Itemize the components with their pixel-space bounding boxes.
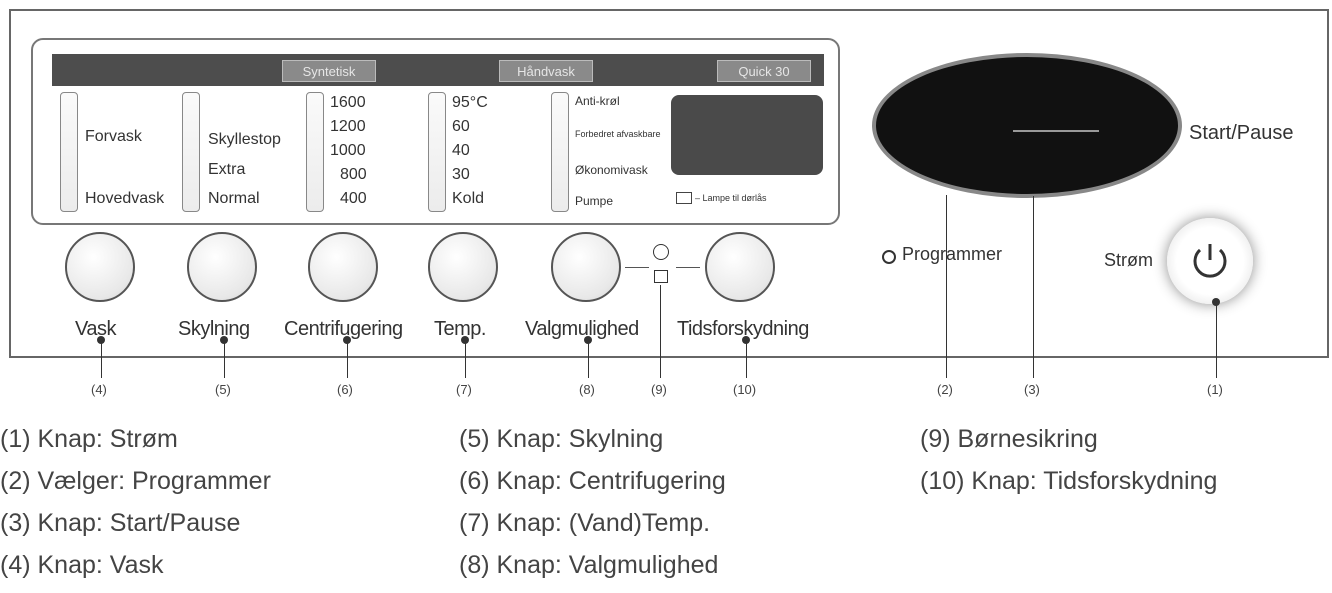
lock-icon: [654, 270, 668, 283]
option-label: Anti-krøl: [575, 94, 620, 108]
time-display: [671, 95, 823, 175]
option-indicator: [551, 92, 569, 212]
start-pause-label: Start/Pause: [1189, 122, 1294, 144]
callout-number: (5): [215, 382, 231, 397]
temp-label: 30: [452, 166, 470, 183]
temp-indicator: [428, 92, 446, 212]
callout-number: (7): [456, 382, 472, 397]
door-lamp-label: – Lampe til dørlås: [695, 193, 767, 203]
callout-number: (2): [937, 382, 953, 397]
wash-indicator: [60, 92, 78, 212]
legend-item: (10) Knap: Tidsforskydning: [920, 467, 1218, 495]
option-button[interactable]: [551, 232, 621, 302]
delay-button[interactable]: [705, 232, 775, 302]
callout-line: [1216, 302, 1217, 378]
callout-line: [465, 340, 466, 378]
connector-line: [625, 267, 649, 268]
callout-line: [224, 340, 225, 378]
door-lock-icon: [676, 192, 692, 204]
legend-item: (9) Børnesikring: [920, 425, 1098, 453]
programmer-icon: [882, 250, 896, 264]
rinse-indicator: [182, 92, 200, 212]
legend-item: (6) Knap: Centrifugering: [459, 467, 726, 495]
spin-indicator: [306, 92, 324, 212]
legend-item: (1) Knap: Strøm: [0, 425, 178, 453]
spin-label: 800: [340, 166, 367, 183]
callout-line: [101, 340, 102, 378]
callout-number: (8): [579, 382, 595, 397]
temp-label: Kold: [452, 190, 485, 207]
callout-number: (9): [651, 382, 667, 397]
child-icon: [653, 244, 669, 260]
wash-label: Hovedvask: [85, 190, 165, 207]
wash-label: Forvask: [85, 128, 142, 145]
legend-item: (5) Knap: Skylning: [459, 425, 664, 453]
spin-label: 1200: [330, 118, 366, 135]
knob-label-valgmulighed: Valgmulighed: [525, 318, 639, 340]
callout-number: (4): [91, 382, 107, 397]
option-label: Pumpe: [575, 194, 614, 208]
program-syntetisk: Syntetisk: [282, 60, 376, 82]
spin-label: 1600: [330, 94, 366, 111]
knob-label-skylning: Skylning: [178, 318, 250, 340]
legend-item: (7) Knap: (Vand)Temp.: [459, 509, 711, 537]
temp-label: 40: [452, 142, 470, 159]
legend-item: (2) Vælger: Programmer: [0, 467, 271, 495]
spin-label: 400: [340, 190, 367, 207]
knob-label-vask: Vask: [75, 318, 116, 340]
program-quick30: Quick 30: [717, 60, 811, 82]
callout-line: [746, 340, 747, 378]
power-icon: [1193, 244, 1227, 278]
wash-button[interactable]: [65, 232, 135, 302]
legend-item: (4) Knap: Vask: [0, 551, 164, 579]
callout-line: [1033, 196, 1034, 378]
knob-label-tidsforskydning: Tidsforskydning: [677, 318, 809, 340]
program-bar: [52, 54, 824, 86]
callout-number: (10): [733, 382, 757, 397]
callout-number: (3): [1024, 382, 1040, 397]
rinse-button[interactable]: [187, 232, 257, 302]
spin-button[interactable]: [308, 232, 378, 302]
option-label: Forbedret afvaskbare: [575, 129, 661, 139]
program-dial[interactable]: [872, 53, 1182, 198]
rinse-label: Normal: [208, 190, 260, 207]
option-label: Økonomivask: [575, 163, 648, 177]
temp-button[interactable]: [428, 232, 498, 302]
program-handvask: Håndvask: [499, 60, 593, 82]
programmer-label: Programmer: [902, 244, 1003, 264]
dial-indicator: [1013, 130, 1099, 132]
temp-label: 60: [452, 118, 470, 135]
callout-line: [660, 285, 661, 378]
callout-number: (6): [337, 382, 353, 397]
temp-label: 95°C: [452, 94, 488, 111]
callout-line: [588, 340, 589, 378]
callout-line: [946, 195, 947, 378]
knob-label-centrifugering: Centrifugering: [284, 318, 403, 340]
knob-label-temp: Temp.: [434, 318, 486, 340]
rinse-label: Extra: [208, 161, 246, 178]
callout-line: [347, 340, 348, 378]
legend-item: (8) Knap: Valgmulighed: [459, 551, 719, 579]
rinse-label: Skyllestop: [208, 131, 281, 148]
spin-label: 1000: [330, 142, 366, 159]
connector-line: [676, 267, 700, 268]
callout-number: (1): [1207, 382, 1223, 397]
power-label: Strøm: [1104, 250, 1153, 270]
legend-item: (3) Knap: Start/Pause: [0, 509, 241, 537]
power-button[interactable]: [1167, 218, 1253, 304]
